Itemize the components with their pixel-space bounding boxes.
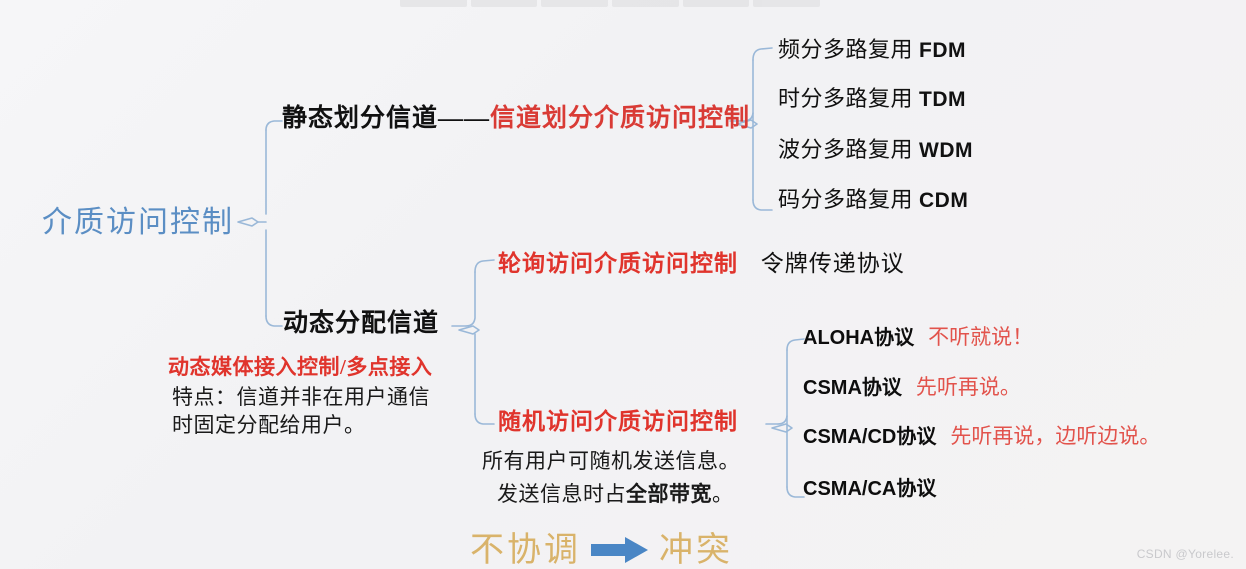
leaf-wdm-cn: 波分多路复用 xyxy=(778,137,920,162)
dynamic-annotation-red: 动态媒体接入控制/多点接入 xyxy=(168,355,433,379)
leaf-wdm-en: WDM xyxy=(919,139,973,162)
strip-block xyxy=(400,0,467,7)
protocol-csma-name: CSMA xyxy=(803,377,862,399)
leaf-fdm-en: FDM xyxy=(919,39,967,62)
leaf-cdm-en: CDM xyxy=(919,189,969,212)
polling-label-black: 令牌传递协议 xyxy=(760,251,905,276)
protocol-csma-ca-name: CSMA/CA xyxy=(803,478,897,500)
protocol-csma-cd-name: CSMA/CD xyxy=(803,426,897,448)
random-note-line2-prefix: 发送信息时占 xyxy=(497,482,626,506)
leaf-cdm[interactable]: 码分多路复用 CDM xyxy=(778,187,969,212)
leaf-fdm[interactable]: 频分多路复用 FDM xyxy=(778,37,967,62)
strip-block xyxy=(612,0,679,7)
leaf-tdm-en: TDM xyxy=(919,88,967,111)
subbranch-random-access[interactable]: 随机访问介质访问控制 xyxy=(498,409,738,434)
random-note-line2-suffix: 。 xyxy=(712,482,734,506)
branch-static-channel[interactable]: 静态划分信道——信道划分介质访问控制 xyxy=(282,105,750,133)
watermark-label: CSDN @Yorelee. xyxy=(1136,547,1234,561)
top-edge-strip xyxy=(400,0,821,7)
leaf-tdm-cn: 时分多路复用 xyxy=(778,86,920,111)
branch-static-label-red: 信道划分介质访问控制 xyxy=(490,105,751,132)
footer-phrase: 不协调 冲突 xyxy=(470,522,733,569)
protocol-csma-cd[interactable]: CSMA/CD协议先听再说，边听边说。 xyxy=(803,424,1161,448)
leaf-fdm-cn: 频分多路复用 xyxy=(778,37,920,62)
protocol-csma-ca[interactable]: CSMA/CA协议 xyxy=(803,478,936,500)
footer-right-text: 冲突 xyxy=(659,532,733,569)
footer-left-text: 不协调 xyxy=(470,532,581,569)
strip-block xyxy=(753,0,821,7)
dynamic-annotation-line2: 时固定分配给用户。 xyxy=(172,413,366,437)
protocol-csma-cd-note: 先听再说，边听边说。 xyxy=(950,424,1161,448)
protocol-csma-note: 先听再说。 xyxy=(915,375,1021,399)
leaf-wdm[interactable]: 波分多路复用 WDM xyxy=(778,137,973,162)
protocol-csma-cd-cn: 协议 xyxy=(896,426,937,448)
branch-dynamic-channel[interactable]: 动态分配信道 xyxy=(283,310,440,337)
strip-block xyxy=(541,0,609,7)
protocol-csma-cn: 协议 xyxy=(861,377,902,399)
random-note-line2-bold: 全部带宽 xyxy=(626,482,712,506)
subbranch-polling[interactable]: 轮询访问介质访问控制 令牌传递协议 xyxy=(498,251,905,276)
protocol-aloha-name: ALOHA xyxy=(803,327,875,349)
random-note-line1: 所有用户可随机发送信息。 xyxy=(482,449,740,473)
protocol-aloha[interactable]: ALOHA协议不听就说！ xyxy=(803,325,1034,349)
root-node-label[interactable]: 介质访问控制 xyxy=(42,206,234,239)
strip-block xyxy=(682,0,750,7)
leaf-cdm-cn: 码分多路复用 xyxy=(778,187,920,212)
protocol-csma-ca-cn: 协议 xyxy=(896,478,937,500)
protocol-aloha-note: 不听就说！ xyxy=(928,325,1034,349)
leaf-tdm[interactable]: 时分多路复用 TDM xyxy=(778,86,967,111)
strip-block xyxy=(470,0,538,7)
random-note-line2: 发送信息时占全部带宽。 xyxy=(497,482,734,506)
branch-static-label-black: 静态划分信道—— xyxy=(282,105,491,132)
polling-label-red: 轮询访问介质访问控制 xyxy=(498,251,738,276)
protocol-aloha-cn: 协议 xyxy=(874,327,915,349)
right-arrow-icon xyxy=(591,534,649,563)
dynamic-annotation-line1: 特点：信道并非在用户通信 xyxy=(172,385,430,409)
protocol-csma[interactable]: CSMA协议先听再说。 xyxy=(803,375,1021,399)
